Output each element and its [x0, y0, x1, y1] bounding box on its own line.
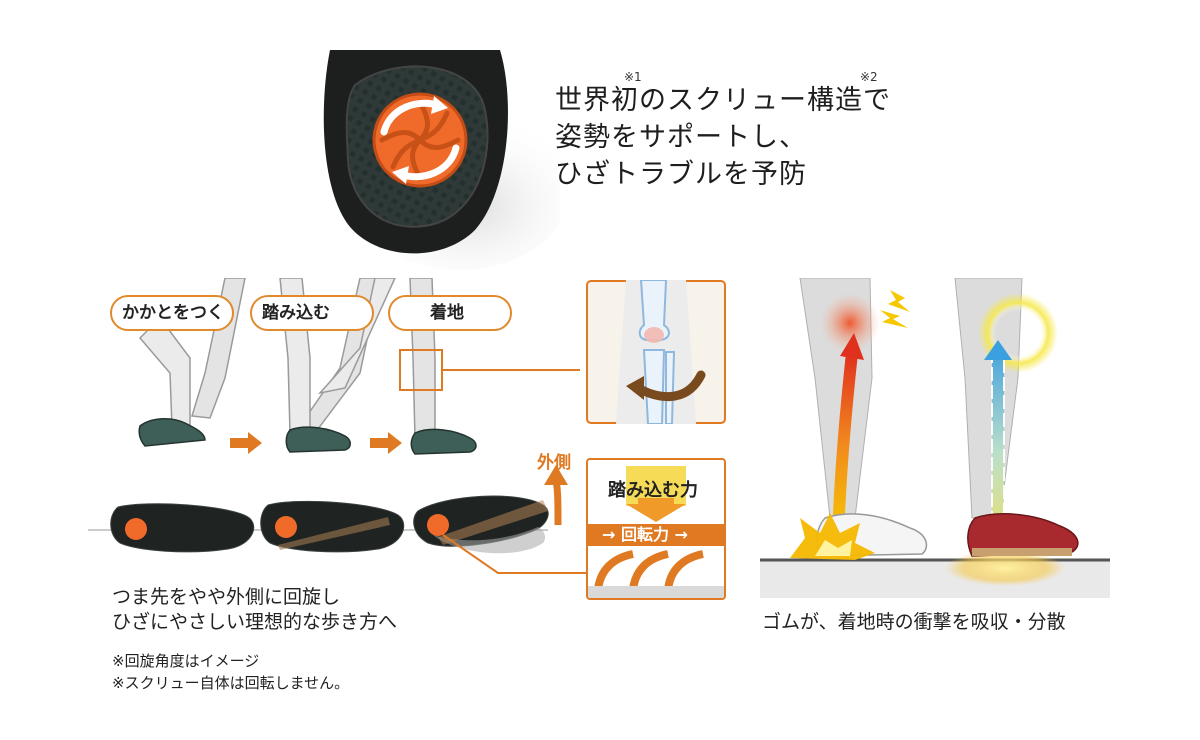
press-force-label: 踏み込む力 — [608, 480, 698, 501]
green-shoe-step-3 — [410, 428, 477, 455]
headline: 世界初のスクリュー構造で 姿勢をサポートし、 ひざトラブルを予防 — [555, 82, 975, 193]
headline-line-3: ひざトラブルを予防 — [555, 159, 807, 190]
sole-3 — [413, 495, 549, 554]
green-shoe-step-1 — [138, 418, 206, 447]
sole-1 — [110, 503, 255, 553]
note-mark-1: ※1 — [624, 70, 642, 84]
note-line-2: ※スクリュー自体は回転しません。 — [112, 674, 350, 692]
screw-icon — [275, 516, 297, 538]
step-push-off: 踏み込む — [250, 295, 374, 331]
red-shoe — [967, 513, 1079, 557]
impact-comparison-illustration — [760, 278, 1110, 598]
headline-line-2: 姿勢をサポートし、 — [555, 122, 807, 153]
force-diagram-box: 踏み込む力 → 回転力 → — [586, 458, 726, 600]
headline-line-1: 世界初のスクリュー構造で — [555, 85, 891, 116]
caption-left-line-2: ひざにやさしい理想的な歩き方へ — [112, 611, 398, 633]
outside-label: 外側 — [537, 453, 571, 473]
screw-icon — [372, 92, 468, 188]
step-landing: 着地 — [388, 295, 512, 331]
screw-sole-closeup — [323, 50, 560, 270]
impact-burst-icon — [790, 513, 875, 560]
lightning-icon — [880, 290, 910, 328]
sole-2 — [260, 500, 405, 553]
knee-rotation-detail — [586, 280, 726, 424]
force-diagram-graphic — [588, 466, 724, 598]
rotation-force-label: → 回転力 → — [602, 525, 688, 544]
screw-icon — [125, 518, 147, 540]
note-mark-2: ※2 — [860, 70, 878, 84]
caption-right: ゴムが、着地時の衝撃を吸収・分散 — [762, 611, 1066, 633]
green-shoe-step-2 — [285, 426, 351, 453]
note-line-1: ※回旋角度はイメージ — [112, 652, 260, 670]
caption-left-line-1: つま先をやや外側に回旋し — [112, 586, 341, 608]
step-arrows — [230, 432, 402, 454]
screw-icon — [427, 514, 449, 536]
sole-rotation-sequence — [88, 465, 588, 574]
step-heel-strike: かかとをつく — [110, 295, 234, 331]
